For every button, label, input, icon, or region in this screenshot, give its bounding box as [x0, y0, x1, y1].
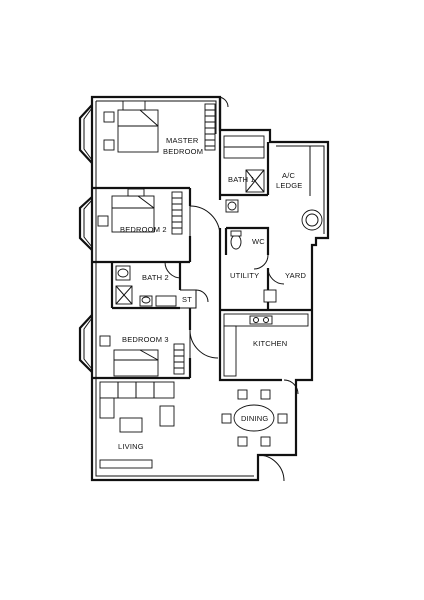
label-store: ST: [182, 295, 192, 304]
label-living: LIVING: [118, 442, 144, 451]
service-fixtures: [230, 209, 323, 303]
label-dining: DINING: [241, 414, 268, 423]
label-bedroom-2: BEDROOM 2: [120, 225, 167, 234]
label-master-bedroom-line2: BEDROOM: [163, 147, 203, 156]
bath-2-fixtures: [115, 265, 177, 307]
label-ac-ledge-line1: A/C: [282, 171, 295, 180]
label-master-bedroom-line1: MASTER: [166, 136, 199, 145]
kitchen-fixtures: [223, 313, 309, 377]
master-bedroom-furniture: [103, 100, 216, 153]
living-furniture: [99, 381, 175, 469]
label-ac-ledge-line2: LEDGE: [276, 181, 302, 190]
label-bath-2: BATH 2: [142, 273, 169, 282]
room-labels: MASTER BEDROOM BATH 1 A/C LEDGE WC BEDRO…: [118, 136, 306, 451]
label-kitchen: KITCHEN: [253, 339, 287, 348]
bedroom-3-furniture: [99, 335, 185, 377]
label-wc: WC: [252, 237, 265, 246]
dining-furniture: [221, 389, 288, 447]
label-yard: YARD: [285, 271, 306, 280]
label-bedroom-3: BEDROOM 3: [122, 335, 169, 344]
label-utility: UTILITY: [230, 271, 259, 280]
interior-walls: [92, 97, 325, 382]
bedroom-2-furniture: [97, 188, 183, 235]
bath-1-fixtures: [223, 135, 265, 213]
label-bath-1: BATH 1: [228, 175, 255, 184]
doors: [164, 96, 299, 482]
bay-windows: [78, 104, 93, 373]
